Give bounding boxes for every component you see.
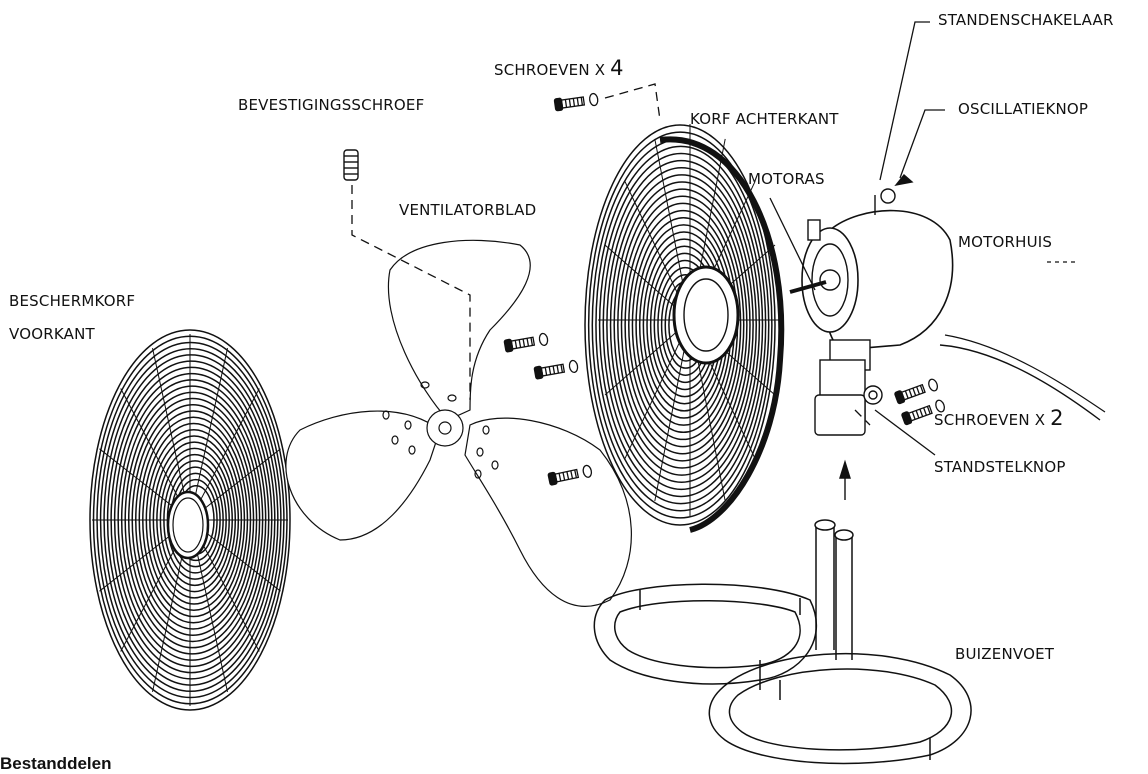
label-buizenvoet: BUIZENVOET [955, 645, 1055, 663]
label-motorhuis: MOTORHUIS [958, 233, 1053, 251]
label-schroeven-x2: SCHROEVEN X 2 [934, 408, 1064, 429]
label-beschermkorf-line2: VOORKANT [9, 325, 95, 343]
screws [503, 92, 946, 486]
label-schroeven-right-count: 2 [1050, 406, 1064, 430]
tube-base [593, 519, 972, 765]
label-motoras: MOTORAS [748, 170, 825, 188]
neck-bracket [814, 339, 883, 500]
label-beschermkorf-line1: BESCHERMKORF [9, 292, 136, 310]
front-guard [89, 329, 291, 711]
label-oscillatieknop: OSCILLATIEKNOP [958, 100, 1089, 118]
label-standstelknop: STANDSTELKNOP [934, 458, 1066, 476]
fan-blade [285, 239, 632, 607]
label-korf-achterkant: KORF ACHTERKANT [690, 110, 839, 128]
label-schroeven-top-count: 4 [610, 56, 624, 80]
label-bevestigingsschroef: BEVESTIGINGSSCHROEF [238, 96, 425, 114]
label-ventilatorblad: VENTILATORBLAD [399, 201, 537, 219]
leader-lines [769, 21, 1075, 456]
assembly-lines [351, 83, 871, 426]
label-schroeven-right-text: SCHROEVEN [934, 411, 1030, 429]
label-schroeven-right-mult: X [1034, 411, 1046, 429]
section-heading-cutoff: Bestanddelen [0, 754, 112, 773]
rear-guard [584, 124, 785, 533]
label-standenschakelaar: STANDENSCHAKELAAR [938, 11, 1114, 29]
label-schroeven-top-mult: X [594, 61, 606, 79]
label-schroeven-x4: SCHROEVEN X 4 [494, 58, 624, 79]
motor-housing [789, 173, 1106, 421]
fixing-screw [343, 149, 359, 181]
label-schroeven-top-text: SCHROEVEN [494, 61, 590, 79]
